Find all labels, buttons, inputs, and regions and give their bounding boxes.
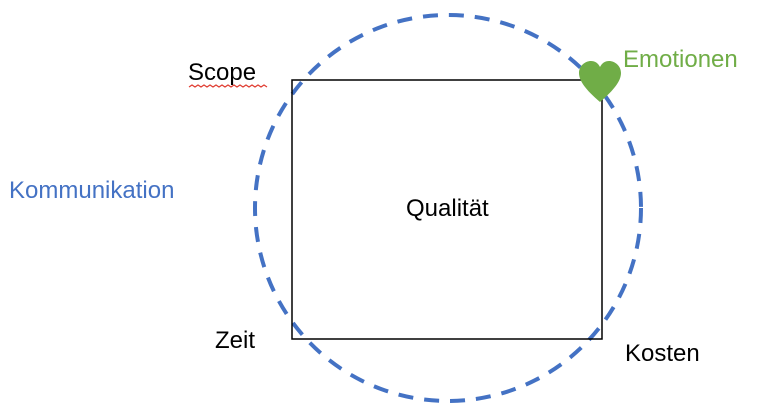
zeit-label: Zeit <box>215 327 255 354</box>
heart-icon <box>579 61 621 102</box>
qualitaet-label: Qualität <box>406 195 489 222</box>
spellcheck-underline <box>188 84 268 88</box>
communication-circle <box>253 13 643 403</box>
kosten-label: Kosten <box>625 340 700 367</box>
scope-label: Scope <box>188 59 256 86</box>
emotionen-label: Emotionen <box>623 46 738 73</box>
kommunikation-label: Kommunikation <box>9 177 174 204</box>
quality-square <box>291 79 603 340</box>
